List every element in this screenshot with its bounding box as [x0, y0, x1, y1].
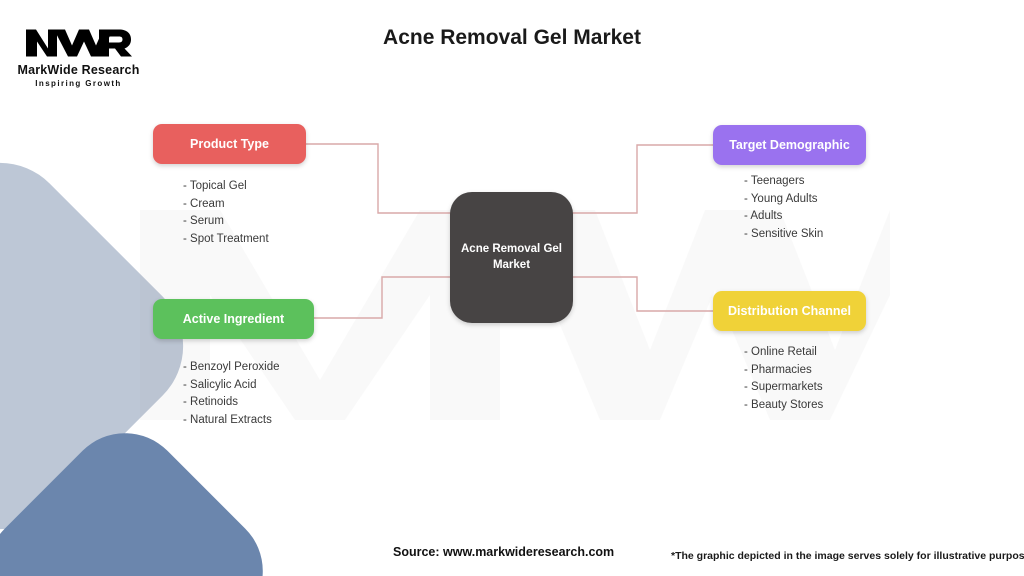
item-list-product-type: - Topical Gel - Cream - Serum - Spot Tre… [183, 178, 269, 248]
branch-node-active-ingredient[interactable]: Active Ingredient [153, 299, 314, 339]
brand-tagline: Inspiring Growth [35, 79, 122, 88]
list-item: - Serum [183, 215, 224, 228]
branch-node-product-type[interactable]: Product Type [153, 124, 306, 164]
list-item: - Benzoyl Peroxide [183, 361, 280, 373]
list-item: - Online Retail [744, 346, 817, 358]
list-item: - Adults [744, 210, 783, 223]
center-node[interactable]: Acne Removal Gel Market [450, 192, 573, 323]
branch-node-distribution-channel[interactable]: Distribution Channel [713, 291, 866, 331]
list-item: - Beauty Stores [744, 398, 824, 411]
list-item: - Cream [183, 197, 225, 210]
list-item: - Sensitive Skin [744, 227, 824, 240]
list-item: - Young Adults [744, 192, 818, 205]
list-item: - Topical Gel [183, 180, 247, 192]
brand-logo: MarkWide Research Inspiring Growth [16, 20, 141, 88]
list-item: - Natural Extracts [183, 413, 272, 426]
list-item: - Salicylic Acid [183, 378, 257, 391]
item-list-distribution-channel: - Online Retail - Pharmacies - Supermark… [744, 344, 823, 414]
page-title: Acne Removal Gel Market [383, 26, 641, 49]
list-item: - Spot Treatment [183, 232, 269, 245]
list-item: - Pharmacies [744, 363, 812, 376]
item-list-target-demographic: - Teenagers - Young Adults - Adults - Se… [744, 173, 823, 243]
item-list-active-ingredient: - Benzoyl Peroxide - Salicylic Acid - Re… [183, 359, 280, 429]
list-item: - Supermarkets [744, 381, 823, 394]
source-label: Source: www.markwideresearch.com [393, 545, 615, 559]
disclaimer-label: *The graphic depicted in the image serve… [671, 550, 1024, 562]
branch-node-target-demographic[interactable]: Target Demographic [713, 125, 866, 165]
brand-name: MarkWide Research [17, 63, 140, 77]
list-item: - Retinoids [183, 396, 238, 409]
mwr-monogram-icon [25, 29, 132, 57]
list-item: - Teenagers [744, 175, 805, 187]
